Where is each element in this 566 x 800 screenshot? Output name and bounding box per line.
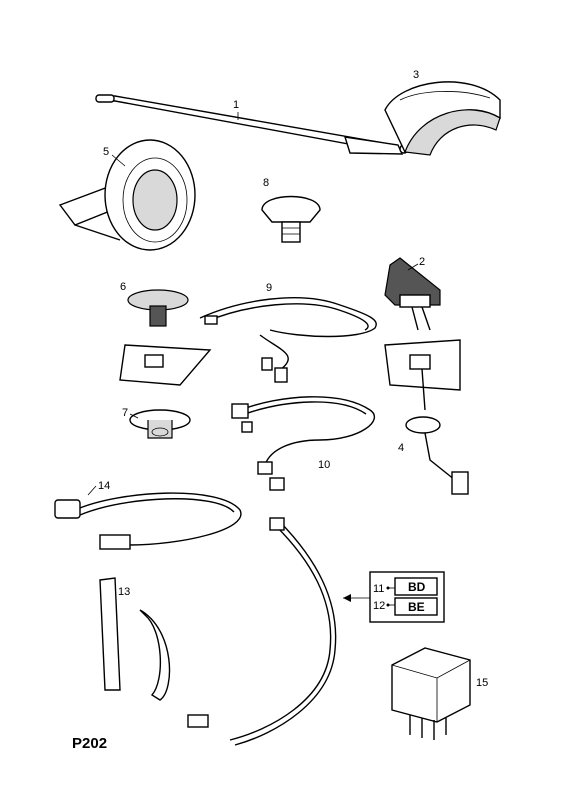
callout-13: 13 <box>118 586 130 598</box>
part-14-coax-cable <box>54 492 242 550</box>
callout-10: 10 <box>318 459 330 471</box>
part-10-harness <box>231 396 376 491</box>
part-9-wiring-harness <box>199 297 377 383</box>
callout-6: 6 <box>120 281 126 293</box>
leader-14 <box>87 485 97 496</box>
legend-code-be: BE <box>408 600 425 614</box>
leader-5 <box>111 154 126 167</box>
part-7-grommet <box>129 409 191 439</box>
callout-15: 15 <box>476 677 488 689</box>
callout-5: 5 <box>103 146 109 158</box>
callout-2: 2 <box>419 256 425 268</box>
part-sensor-cable <box>187 517 337 746</box>
part-6-antenna-base <box>119 289 212 386</box>
callout-1: 1 <box>233 99 239 111</box>
legend-number-12: 12 <box>373 600 385 612</box>
callout-9: 9 <box>266 282 272 294</box>
part-1-antenna-mast <box>95 94 409 155</box>
callout-7: 7 <box>122 407 128 419</box>
part-4-grommet-connector <box>384 339 469 495</box>
leader-2 <box>407 263 419 271</box>
callout-3: 3 <box>413 69 419 81</box>
arrow-head <box>343 594 351 602</box>
part-5-tape-roll <box>58 139 196 251</box>
legend-box <box>369 571 445 623</box>
part-13-cable-ties <box>99 577 171 701</box>
part-2-antenna-base <box>384 257 441 331</box>
part-8-plug <box>261 195 321 243</box>
legend-number-11: 11 <box>373 583 384 595</box>
callout-8: 8 <box>263 177 269 189</box>
part-3-antenna-cover <box>384 81 501 156</box>
diagram-reference: P202 <box>72 735 107 752</box>
part-15-relay <box>391 647 471 740</box>
leader-7 <box>129 413 139 419</box>
callout-4: 4 <box>398 442 404 454</box>
legend-code-bd: BD <box>408 580 426 594</box>
callout-14: 14 <box>98 480 110 492</box>
